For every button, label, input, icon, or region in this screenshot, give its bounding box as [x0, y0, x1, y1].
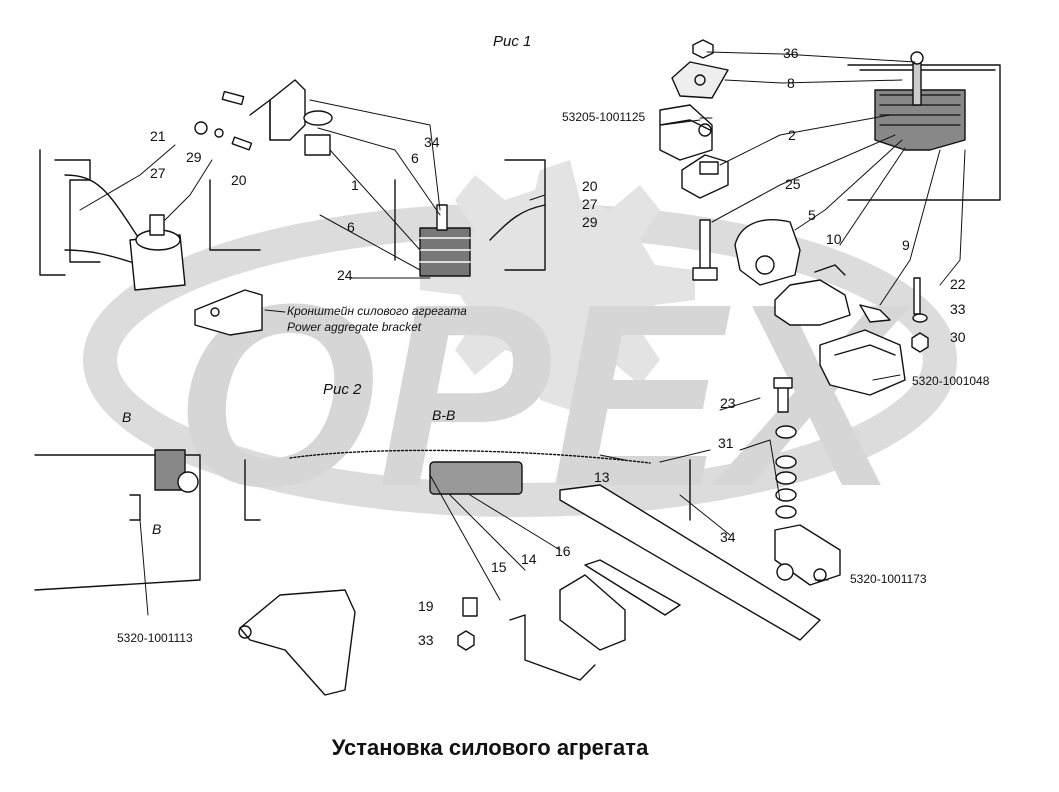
- callout-24: 24: [337, 267, 353, 283]
- callout-10: 10: [826, 231, 842, 247]
- callout-31: 31: [718, 435, 734, 451]
- callout-27-right: 27: [582, 196, 598, 212]
- callout-20-left: 20: [231, 172, 247, 188]
- figure-2-label: Рис 2: [323, 381, 362, 398]
- callout-27-left: 27: [150, 165, 166, 181]
- bolt-21: [221, 90, 245, 106]
- callout-34-lower: 34: [720, 529, 736, 545]
- callout-33-lower: 33: [418, 632, 434, 648]
- lower-frame-left: [34, 454, 201, 591]
- callout-20-right: 20: [582, 178, 598, 194]
- part-25-bolt: [692, 219, 718, 281]
- code-5320-1001048: 5320-1001048: [912, 374, 990, 388]
- bracket-53205: [659, 104, 713, 161]
- bracket-1113: [238, 589, 356, 696]
- callout-6-upper: 6: [411, 150, 419, 166]
- washer-29: [214, 128, 224, 138]
- part-33-washer: [912, 313, 928, 323]
- section-mark-bottom: B: [152, 521, 162, 537]
- callout-33-upper: 33: [950, 301, 966, 317]
- part-9-link: [859, 304, 891, 323]
- bracket-label-en: Power aggregate bracket: [287, 320, 422, 334]
- upper-cushion: [303, 110, 333, 156]
- code-5320-1001113: 5320-1001113: [117, 631, 193, 645]
- callout-22: 22: [950, 276, 966, 292]
- callout-9: 9: [902, 237, 910, 253]
- part-2-cushion: [681, 154, 729, 199]
- left-engine-mount: [129, 214, 186, 291]
- figure-1-label: Рис 1: [493, 33, 532, 50]
- callout-5: 5: [808, 207, 816, 223]
- section-mount: [154, 449, 199, 493]
- frame-rail-right: [847, 64, 1001, 201]
- bracket-label-ru: Кронштейн силового агрегата: [287, 304, 467, 318]
- callout-8: 8: [787, 75, 795, 91]
- part-8-plate: [671, 61, 729, 99]
- callout-2: 2: [788, 127, 796, 143]
- leader-lines: [79, 51, 966, 616]
- code-53205-1001125: 53205-1001125: [562, 110, 646, 124]
- engine-mount-assembly: [874, 51, 966, 151]
- callout-6-lower: 6: [347, 219, 355, 235]
- part-19-bolt: [462, 597, 478, 617]
- section-bb-pad: [429, 461, 523, 495]
- upper-bracket-1: [249, 79, 306, 141]
- nut-34-lower: [776, 563, 794, 581]
- part-33-nut-lower: [457, 630, 475, 651]
- callout-25: 25: [785, 176, 801, 192]
- part-14-block: [559, 574, 626, 651]
- part-30-nut: [911, 332, 929, 353]
- nut-27: [194, 121, 208, 135]
- callout-14: 14: [521, 551, 537, 567]
- part-36-nut: [692, 39, 714, 59]
- section-bb-label: B-B: [432, 407, 456, 423]
- part-16-strap: [584, 559, 681, 616]
- cable-tie: [244, 449, 691, 521]
- part-22-bolt: [913, 277, 921, 315]
- callout-21: 21: [150, 128, 166, 144]
- callout-23: 23: [720, 395, 736, 411]
- center-frame-arms: [209, 159, 546, 271]
- callout-36: 36: [783, 45, 799, 61]
- page-title: Установка силового агрегата: [331, 735, 649, 760]
- washers-31: [775, 425, 797, 519]
- part-10-bracket: [774, 264, 851, 326]
- part-5-clamp: [734, 219, 801, 286]
- bolt-20: [231, 136, 253, 151]
- power-aggregate-bracket: [194, 289, 263, 336]
- callout-30: 30: [950, 329, 966, 345]
- bolt-23: [773, 377, 793, 413]
- bracket-1048: [819, 329, 906, 396]
- callout-15: 15: [491, 559, 507, 575]
- part-13-rail: [559, 484, 821, 641]
- part-15-bracket: [509, 614, 596, 681]
- callout-13: 13: [594, 469, 610, 485]
- left-frame-bracket: [39, 149, 141, 276]
- callout-19: 19: [418, 598, 434, 614]
- section-mark-top: B: [122, 409, 132, 425]
- callout-29-right: 29: [582, 214, 598, 230]
- center-rubber-mount: [419, 204, 471, 277]
- callout-34-upper: 34: [424, 134, 440, 150]
- callout-29-left: 29: [186, 149, 202, 165]
- code-5320-1001173: 5320-1001173: [850, 572, 927, 586]
- callout-16: 16: [555, 543, 571, 559]
- callout-1: 1: [351, 177, 359, 193]
